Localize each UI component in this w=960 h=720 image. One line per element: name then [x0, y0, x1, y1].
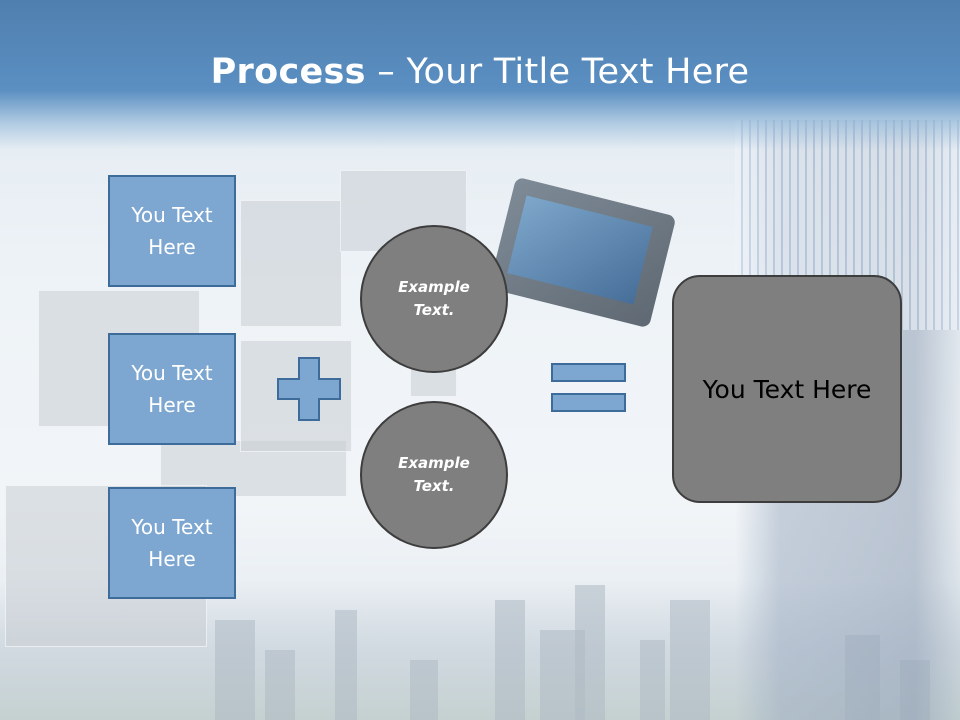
- example-circle-2[interactable]: Example Text.: [360, 401, 508, 549]
- input-box-2[interactable]: You Text Here: [108, 333, 236, 445]
- slide-title: Process – Your Title Text Here: [0, 52, 960, 92]
- example-circle-1[interactable]: Example Text.: [360, 225, 508, 373]
- title-banner: [0, 0, 960, 150]
- plus-icon: [277, 357, 341, 421]
- equals-bar-bottom: [551, 393, 626, 412]
- photo-collage-tile: [240, 200, 342, 327]
- input-box-1[interactable]: You Text Here: [108, 175, 236, 287]
- result-box[interactable]: You Text Here: [672, 275, 902, 503]
- input-box-3[interactable]: You Text Here: [108, 487, 236, 599]
- title-rest: – Your Title Text Here: [365, 52, 750, 92]
- title-bold: Process: [210, 52, 366, 92]
- equals-bar-top: [551, 363, 626, 382]
